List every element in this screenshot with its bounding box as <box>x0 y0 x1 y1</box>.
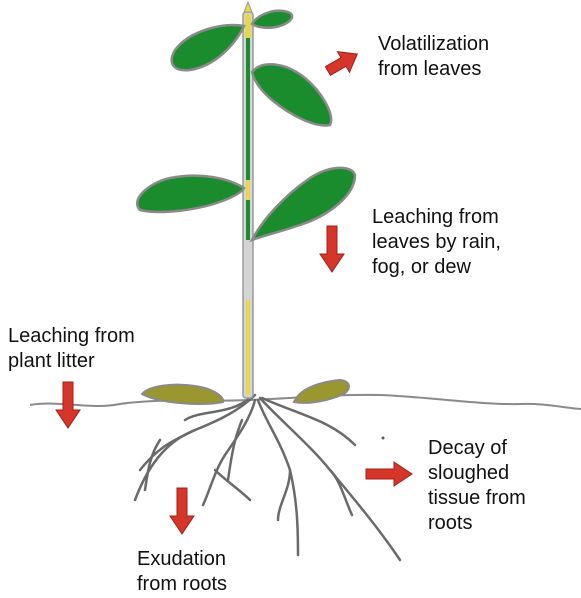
arrow-down-icon <box>170 488 194 534</box>
leaf-middle-right <box>252 168 355 240</box>
plant-litter-right <box>294 380 349 403</box>
roots <box>135 395 400 560</box>
leaf-top-left <box>172 25 244 70</box>
leaf-upper-right <box>252 64 331 125</box>
label-exudation: Exudation from roots <box>137 547 227 597</box>
stem <box>243 2 253 398</box>
label-decay: Decay of sloughed tissue from roots <box>428 436 526 536</box>
label-leaching-litter: Leaching from plant litter <box>8 324 135 374</box>
label-volatilization: Volatilization from leaves <box>378 32 489 82</box>
arrow-right-icon <box>322 44 363 82</box>
speck <box>382 437 385 440</box>
arrows <box>56 44 412 534</box>
leaf-middle-left <box>137 176 244 212</box>
leaf-top-right <box>252 11 292 28</box>
arrow-down-icon <box>320 226 344 272</box>
arrow-right-icon <box>366 462 412 486</box>
label-leaching-leaves: Leaching from leaves by rain, fog, or de… <box>372 205 501 280</box>
